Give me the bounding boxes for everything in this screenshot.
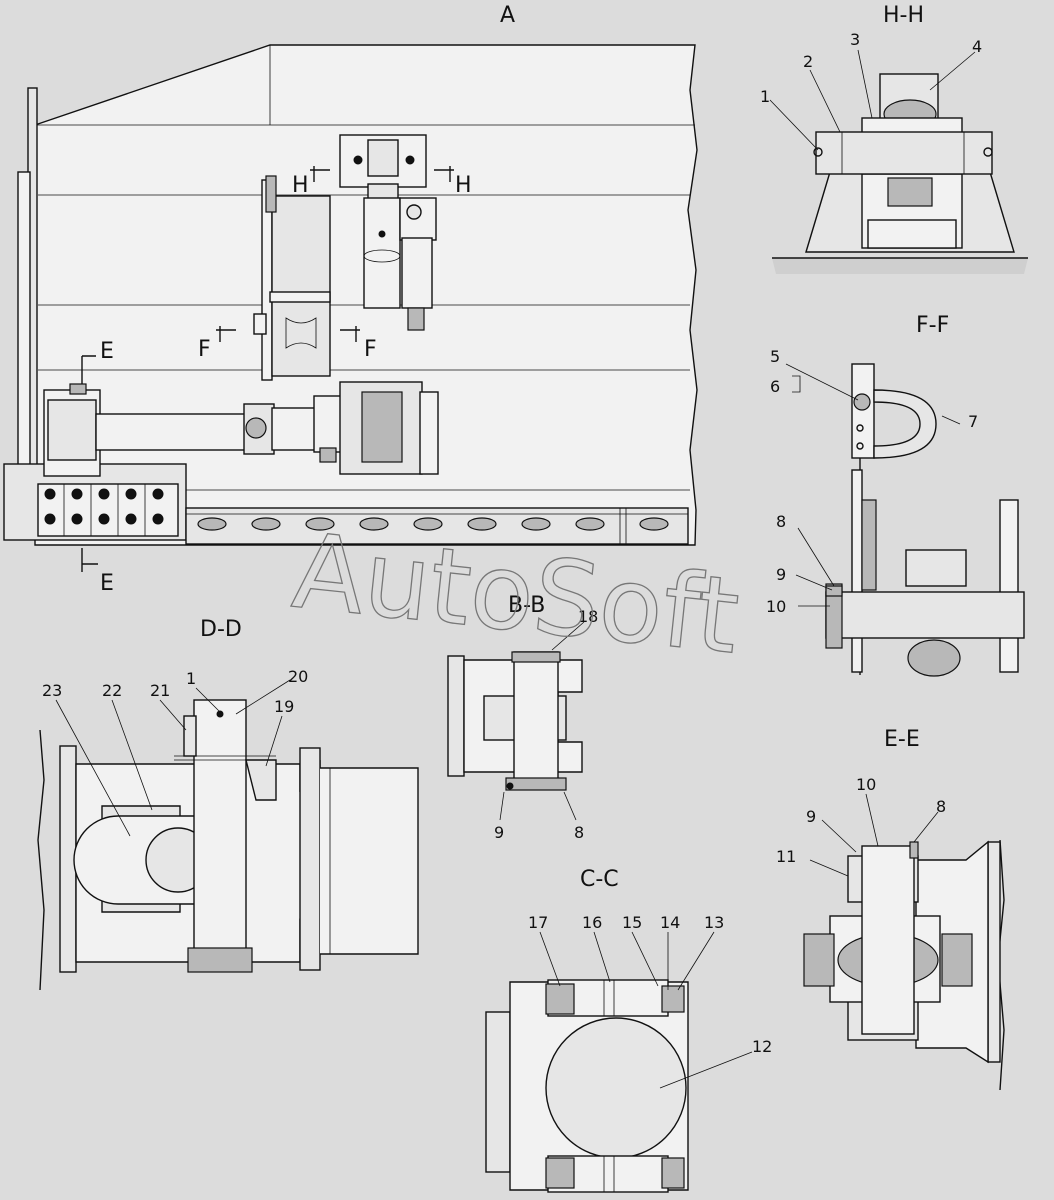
view-h-h-title: H-H [883,3,924,28]
view-d-d: D-D 23 22 21 1 20 19 [37,617,419,991]
callout-9-ee: 9 [806,807,816,826]
callout-3-hh: 3 [850,30,860,49]
section-marks-a [81,166,454,572]
callout-9-ff: 9 [776,565,786,584]
section-label-h-left: H [292,173,309,198]
callout-4-hh: 4 [972,37,982,56]
callout-1-dd: 1 [186,669,196,688]
callout-15-cc: 15 [622,913,642,932]
callout-18-bb: 18 [578,607,598,626]
callout-7-ff: 7 [968,412,978,431]
view-a-title: A [500,3,515,28]
lower-coupling [43,381,439,477]
view-b-b: B-B 18 9 8 [447,593,598,842]
section-label-h-right: H [455,173,472,198]
view-c-c: C-C 17 16 15 14 13 12 [485,867,772,1193]
callout-10-ff: 10 [766,597,786,616]
view-a: A H H F F E E [3,3,698,596]
view-h-h: H-H 1 2 3 4 [760,3,1028,274]
callout-8-ff: 8 [776,512,786,531]
section-label-e-bottom: E [100,571,114,596]
view-f-f: F-F 5 6 7 8 9 10 [766,313,1025,677]
view-d-d-title: D-D [200,617,242,642]
callout-23-dd: 23 [42,681,62,700]
callout-2-hh: 2 [803,52,813,71]
callout-16-cc: 16 [582,913,602,932]
callout-10-ee: 10 [856,775,876,794]
callout-17-cc: 17 [528,913,548,932]
callout-20-dd: 20 [288,667,308,686]
callout-13-cc: 13 [704,913,724,932]
view-e-e: E-E 10 9 8 11 [776,727,1005,1091]
view-c-c-title: C-C [580,867,619,892]
callout-22-dd: 22 [102,681,122,700]
view-b-b-title: B-B [508,593,545,618]
callout-12-cc: 12 [752,1037,772,1056]
callout-5-ff: 5 [770,347,780,366]
callout-14-cc: 14 [660,913,680,932]
center-plate [253,175,331,381]
upper-hanger [339,134,437,331]
callout-19-dd: 19 [274,697,294,716]
section-label-e-top: E [100,339,114,364]
section-label-f-right: F [364,337,377,362]
callout-6-ff: 6 [770,377,780,396]
callout-8-ee: 8 [936,797,946,816]
bolt-blocks [37,483,179,537]
rail [185,507,689,545]
view-f-f-title: F-F [916,313,949,338]
callout-8-bb: 8 [574,823,584,842]
callout-11-ee: 11 [776,847,796,866]
callout-9-bb: 9 [494,823,504,842]
section-label-f-left: F [198,337,211,362]
view-e-e-title: E-E [884,727,920,752]
callout-21-dd: 21 [150,681,170,700]
callout-1-hh: 1 [760,87,770,106]
